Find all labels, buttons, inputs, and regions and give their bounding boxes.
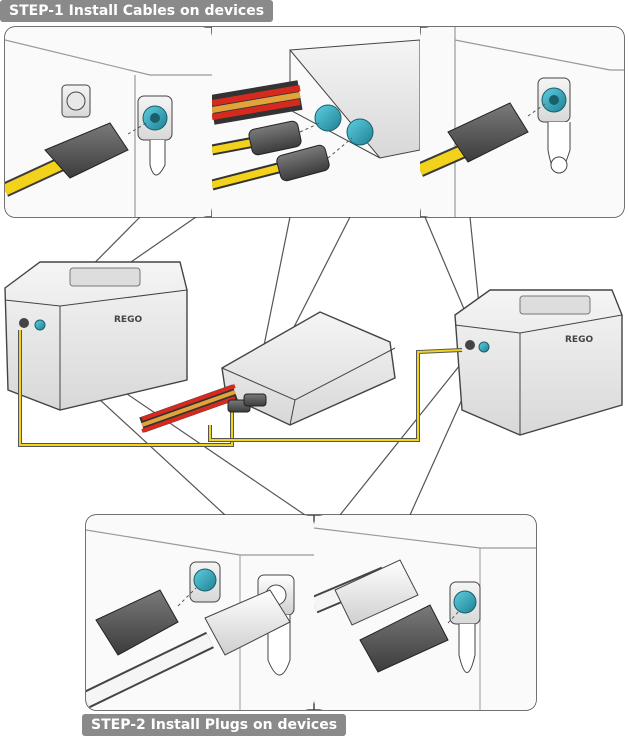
wiring	[18, 330, 463, 447]
battery-box-right	[454, 289, 623, 436]
dc-charger-icon	[288, 39, 420, 159]
panel-charger-cables	[212, 27, 420, 217]
step-2-label: STEP-2 Install Plugs on devices	[82, 714, 347, 736]
plug-icon	[95, 589, 179, 656]
cable-connector-icon	[44, 122, 129, 179]
panel-plug-right	[314, 515, 536, 710]
panel-battery-right-cable	[420, 27, 624, 217]
brand-logo-right: REGO	[565, 335, 593, 345]
panel-battery-left-cable	[5, 27, 212, 217]
panel-plug-left	[86, 515, 314, 710]
battery-box-left	[4, 261, 188, 411]
step-1-label: STEP-1 Install Cables on devices	[0, 0, 274, 22]
brand-logo-left: REGO	[114, 315, 142, 325]
